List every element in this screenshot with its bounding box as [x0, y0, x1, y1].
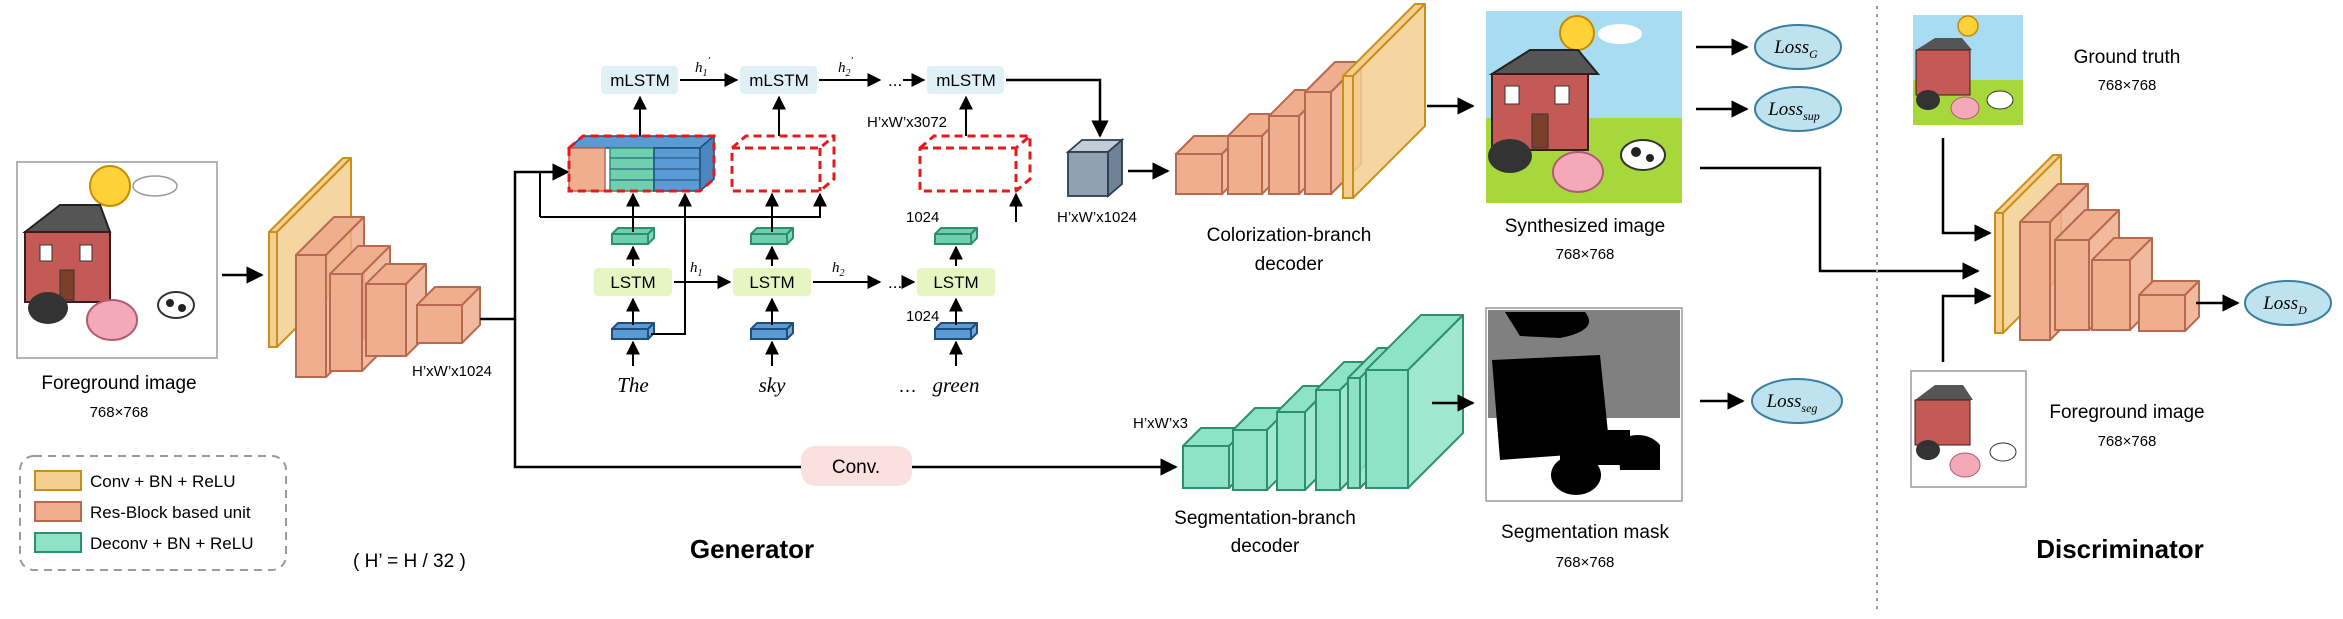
colorization-label-2: decoder	[1255, 254, 1324, 275]
dim-3072: H’xW’x3072	[867, 114, 947, 131]
loss-seg: Lossseg	[1751, 378, 1843, 424]
synthesized-image	[1486, 11, 1682, 203]
ground-truth-image	[1913, 15, 2023, 125]
synth-title: Synthesized image	[1505, 216, 1666, 237]
arrow-gt-to-discriminator	[1941, 138, 1992, 242]
word-green: green	[932, 373, 979, 397]
mlstm-cell-2: mLSTM	[740, 66, 817, 94]
word-the: The	[617, 373, 649, 397]
h-1: h1	[690, 260, 703, 279]
word-ellipsis: …	[898, 376, 917, 397]
foreground-size: 768×768	[90, 404, 149, 421]
svg-text:LossD: LossD	[2262, 293, 2307, 317]
lstm-cell-2: LSTM	[733, 268, 811, 296]
cube-dim: H’xW’x1024	[1057, 209, 1137, 226]
arrow-fg-to-discriminator	[1941, 287, 1992, 362]
svg-text:LSTM: LSTM	[933, 273, 978, 292]
small-feature-bars	[611, 227, 978, 340]
encoder-res-block-3	[365, 263, 427, 357]
mlstm-cell-3: mLSTM	[927, 66, 1004, 94]
connector-encoder-to-seg	[513, 319, 1178, 476]
svg-text:mLSTM: mLSTM	[936, 71, 996, 90]
ground-truth-size: 768×768	[2098, 77, 2157, 94]
disc-res-block-3	[2091, 237, 2153, 331]
word-sky: sky	[759, 373, 786, 397]
legend-res-label: Res-Block based unit	[90, 503, 251, 522]
colorization-label-1: Colorization-branch	[1207, 225, 1372, 246]
feature-stack-3	[918, 134, 1032, 193]
feature-cube	[1065, 138, 1125, 198]
disc-foreground-image	[1910, 370, 2027, 488]
legend-conv-label: Conv + BN + ReLU	[90, 472, 236, 491]
lstm-ellipsis: ...	[888, 273, 902, 292]
feature-stack-1	[566, 134, 717, 193]
green-bar-1	[611, 227, 655, 245]
connector-encoder-to-generator	[480, 163, 570, 321]
legend-res-swatch	[34, 501, 82, 522]
arrow-mlstm-to-cube	[1006, 78, 1109, 138]
foreground-image	[16, 161, 218, 359]
discriminator-network	[1994, 154, 2200, 341]
dim-1024-b: 1024	[906, 308, 939, 325]
encoder-output-dim: H’xW’x1024	[412, 363, 492, 380]
legend-deconv-swatch	[34, 532, 82, 553]
blue-bar-1	[611, 322, 655, 340]
h-prime-2: h2′	[838, 55, 854, 79]
loss-g: LossG	[1754, 24, 1842, 70]
svg-text:LSTM: LSTM	[610, 273, 655, 292]
discriminator-label: Discriminator	[2036, 534, 2204, 564]
encoder-res-block-4	[416, 286, 481, 344]
blue-bar-2	[750, 322, 794, 340]
foreground-title: Foreground image	[41, 373, 196, 394]
segmentation-mask	[1485, 307, 1683, 502]
blue-bar-3	[934, 322, 978, 340]
segmentation-label-2: decoder	[1231, 536, 1300, 557]
disc-foreground-title: Foreground image	[2049, 402, 2204, 423]
legend-conv-swatch	[34, 470, 82, 491]
encoder	[268, 157, 481, 378]
svg-text:Losssup: Losssup	[1767, 99, 1820, 123]
segmentation-decoder	[1182, 314, 1464, 491]
green-bar-3	[934, 227, 978, 245]
h-2: h2	[832, 260, 845, 279]
feature-stack-2	[730, 134, 836, 193]
conv-label: Conv.	[832, 457, 880, 478]
lstm-cell-3: LSTM	[917, 268, 995, 296]
segmentation-label-1: Segmentation-branch	[1174, 508, 1356, 529]
legend-deconv-label: Deconv + BN + ReLU	[90, 534, 253, 553]
legend-box	[19, 455, 287, 571]
disc-foreground-size: 768×768	[2098, 433, 2157, 450]
h-prime-1: h1′	[695, 55, 711, 79]
mlstm-cell-1: mLSTM	[601, 66, 678, 94]
ground-truth-title: Ground truth	[2074, 47, 2181, 68]
lstm-cell-1: LSTM	[594, 268, 672, 296]
dim-1024-a: 1024	[906, 209, 939, 226]
connector-blue1-to-stack1	[651, 310, 686, 335]
segmask-title: Segmentation mask	[1501, 522, 1669, 543]
svg-text:LSTM: LSTM	[749, 273, 794, 292]
disc-res-block-4	[2138, 280, 2200, 332]
colorization-decoder	[1175, 3, 1426, 199]
loss-sup: Losssup	[1754, 86, 1842, 132]
seg-dim: H’xW’x3	[1133, 415, 1188, 432]
svg-text:mLSTM: mLSTM	[749, 71, 809, 90]
formula: ( H’ = H / 32 )	[353, 551, 466, 572]
connector-synth-to-discriminator	[1700, 166, 1980, 280]
connector-encoder-to-stack-2	[540, 192, 827, 218]
loss-d: LossD	[2244, 280, 2332, 326]
conv-label-box	[801, 446, 912, 486]
svg-text:Lossseg: Lossseg	[1766, 391, 1818, 415]
svg-text:LossG: LossG	[1773, 37, 1818, 61]
svg-text:mLSTM: mLSTM	[610, 71, 670, 90]
synth-size: 768×768	[1556, 246, 1615, 263]
colorization-conv-block	[1342, 3, 1426, 199]
generator-label: Generator	[690, 534, 814, 564]
mlstm-ellipsis: ...	[888, 71, 902, 90]
seg-deconv-block-6	[1365, 314, 1464, 489]
segmask-size: 768×768	[1556, 554, 1615, 571]
